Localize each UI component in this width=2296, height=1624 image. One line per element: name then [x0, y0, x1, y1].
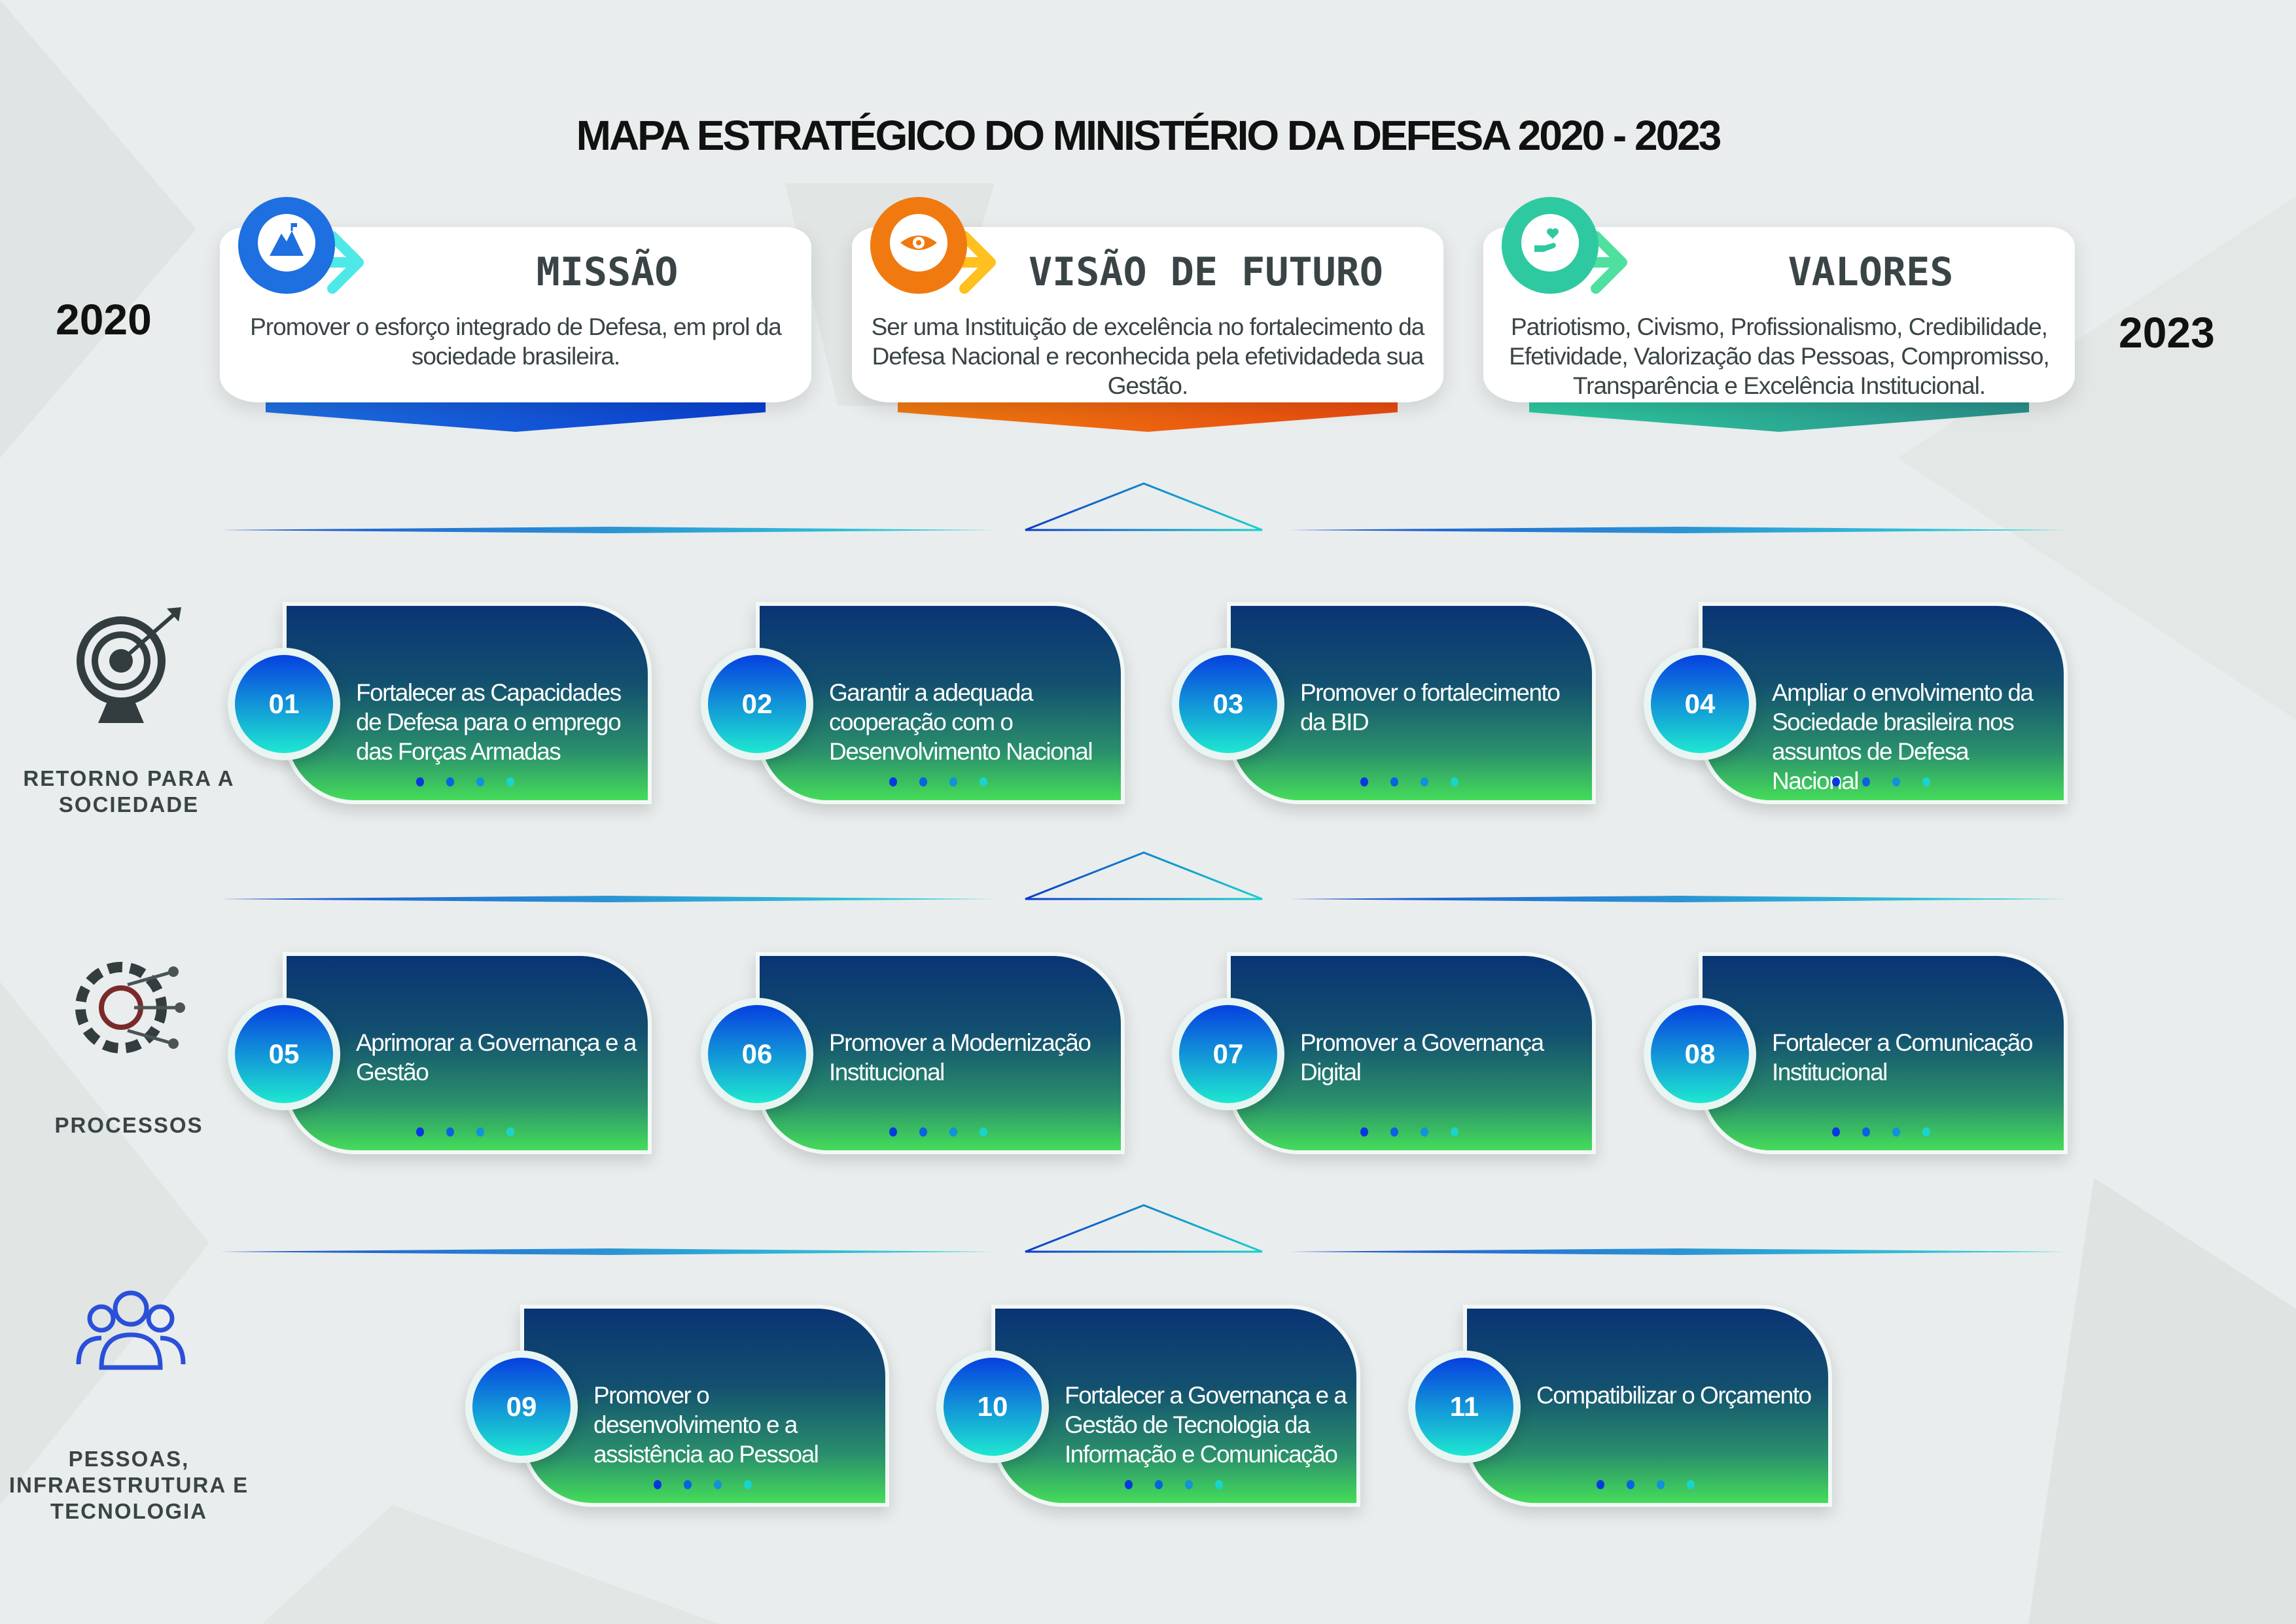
objective-number-badge: 02	[701, 648, 813, 760]
dots-decoration	[416, 777, 514, 786]
objective-number-badge: 08	[1644, 998, 1756, 1110]
objective-text: Fortalecer a Comunicação Institucional	[1772, 1029, 2033, 1086]
objective-number-badge: 01	[228, 648, 340, 760]
top-box-0: MISSÃO Promover o esforço integrado de D…	[220, 197, 811, 402]
target-icon	[77, 607, 181, 723]
objective-text: Promover a Governança Digital	[1300, 1029, 1544, 1086]
dots-decoration	[654, 1480, 752, 1489]
dots-decoration	[1125, 1480, 1223, 1489]
top-box-heading: VISÃO DE FUTURO	[1029, 249, 1383, 295]
objective-number-badge: 07	[1172, 998, 1284, 1110]
people-icon	[76, 1290, 186, 1370]
objective-card[interactable]: 06 Promover a Modernização Institucional	[701, 952, 1125, 1154]
divider-line	[1289, 896, 2068, 902]
divider-lines	[220, 482, 2068, 1255]
dots-decoration	[889, 1127, 987, 1137]
eye-icon	[870, 197, 996, 294]
divider-line	[220, 1248, 996, 1255]
objective-text: Fortalecer as Capacidades de Defesa para…	[356, 679, 622, 765]
top-box-heading: VALORES	[1788, 249, 1954, 295]
objective-text: Aprimorar a Governança e a Gestão	[356, 1029, 637, 1086]
perspective-label: PESSOAS, INFRAESTRUTURA E TECNOLOGIA	[9, 1447, 249, 1523]
objective-number-badge: 03	[1172, 648, 1284, 760]
dots-decoration	[1360, 777, 1458, 786]
top-box-body: Ser uma Instituição de excelência no for…	[871, 313, 1425, 399]
hand-heart-icon	[1502, 197, 1627, 294]
objective-text: Promover o fortalecimento da BID	[1300, 679, 1561, 735]
gear-circuit-icon	[75, 962, 185, 1053]
top-box-1: VISÃO DE FUTURO Ser uma Instituição de e…	[852, 197, 1443, 402]
dots-decoration	[1832, 1127, 1930, 1137]
objective-number-badge: 10	[936, 1350, 1049, 1463]
objective-number-badge: 04	[1644, 648, 1756, 760]
divider-line	[1289, 527, 2068, 533]
objective-card[interactable]: 09 Promover o desenvolvimento e a assist…	[465, 1305, 889, 1507]
objective-text: Compatibilizar o Orçamento	[1536, 1382, 1812, 1409]
perspective-label: PROCESSOS	[54, 1113, 203, 1137]
triangle-arrow-icon	[1025, 482, 1263, 531]
top-box-heading: MISSÃO	[536, 249, 679, 295]
perspective-label: RETORNO PARA A SOCIEDADE	[23, 766, 235, 817]
page-title: MAPA ESTRATÉGICO DO MINISTÉRIO DA DEFESA…	[576, 112, 1722, 159]
objective-number-badge: 09	[465, 1350, 578, 1463]
objective-card[interactable]: 07 Promover a Governança Digital	[1172, 952, 1596, 1154]
objective-card[interactable]: 02 Garantir a adequada cooperação com o …	[701, 602, 1125, 804]
mountain-flag-icon	[238, 197, 364, 294]
triangle-arrow-icon	[1025, 851, 1263, 900]
objective-number-badge: 11	[1408, 1350, 1521, 1463]
objective-text: Promover o desenvolvimento e a assistênc…	[593, 1382, 819, 1468]
triangle-arrow-icon	[1025, 1204, 1263, 1253]
objective-card[interactable]: 04 Ampliar o envolvimento da Sociedade b…	[1644, 602, 2068, 804]
divider-line	[1289, 1248, 2068, 1255]
top-box-body: Patriotismo, Civismo, Profissionalismo, …	[1509, 313, 2049, 399]
top-box-body: Promover o esforço integrado de Defesa, …	[250, 313, 782, 370]
objective-text: Promover a Modernização Institucional	[829, 1029, 1091, 1086]
objective-text: Garantir a adequada cooperação com o Des…	[829, 679, 1093, 765]
objective-card[interactable]: 11 Compatibilizar o Orçamento	[1408, 1305, 1832, 1507]
objective-number-badge: 06	[701, 998, 813, 1110]
dots-decoration	[889, 777, 987, 786]
objective-card[interactable]: 10 Fortalecer a Governança e a Gestão de…	[936, 1305, 1360, 1507]
objective-card[interactable]: 01 Fortalecer as Capacidades de Defesa p…	[228, 602, 652, 804]
dots-decoration	[1360, 1127, 1458, 1137]
divider-line	[220, 527, 996, 533]
objective-number-badge: 05	[228, 998, 340, 1110]
dots-decoration	[1597, 1480, 1695, 1489]
objective-card[interactable]: 08 Fortalecer a Comunicação Instituciona…	[1644, 952, 2068, 1154]
year-end: 2023	[2119, 308, 2215, 357]
divider-line	[220, 896, 996, 902]
objective-text: Ampliar o envolvimento da Sociedade bras…	[1772, 679, 2034, 794]
objective-card[interactable]: 05 Aprimorar a Governança e a Gestão	[228, 952, 652, 1154]
objective-text: Fortalecer a Governança e a Gestão de Te…	[1065, 1382, 1347, 1468]
dots-decoration	[1832, 777, 1930, 786]
dots-decoration	[416, 1127, 514, 1137]
objective-card[interactable]: 03 Promover o fortalecimento da BID	[1172, 602, 1596, 804]
top-box-2: VALORES Patriotismo, Civismo, Profission…	[1483, 197, 2075, 402]
year-start: 2020	[56, 295, 152, 344]
